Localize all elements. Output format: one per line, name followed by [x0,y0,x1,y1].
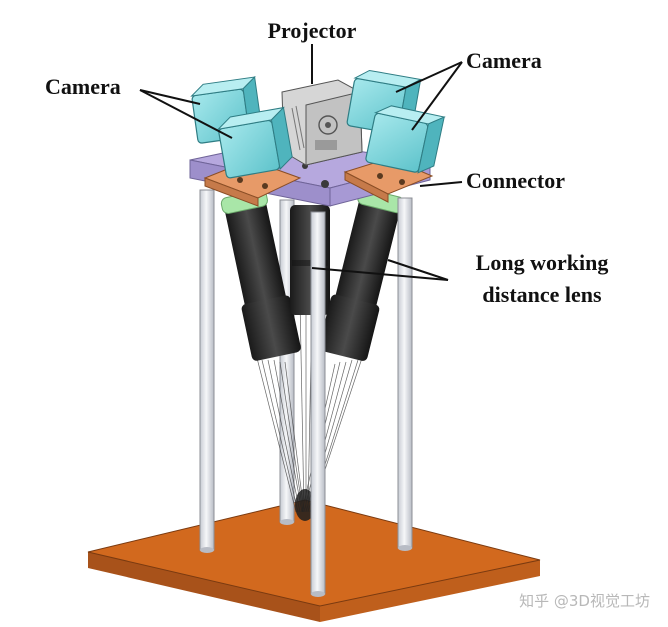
label-lens-line2: distance lens [482,282,602,307]
camera-left-front [216,106,293,179]
label-connector: Connector [466,168,565,193]
pillar-front [310,211,326,597]
label-projector: Projector [268,18,357,43]
projector-body [281,79,363,166]
pillar-right [397,197,413,551]
label-camera-right: Camera [466,48,542,73]
leader-lines [139,44,463,281]
focus-point [295,489,315,521]
watermark: 知乎 @3D视觉工坊 [519,592,650,610]
pillar-left [199,189,215,553]
label-lens-line1: Long working [476,250,609,275]
label-camera-left: Camera [45,74,121,99]
